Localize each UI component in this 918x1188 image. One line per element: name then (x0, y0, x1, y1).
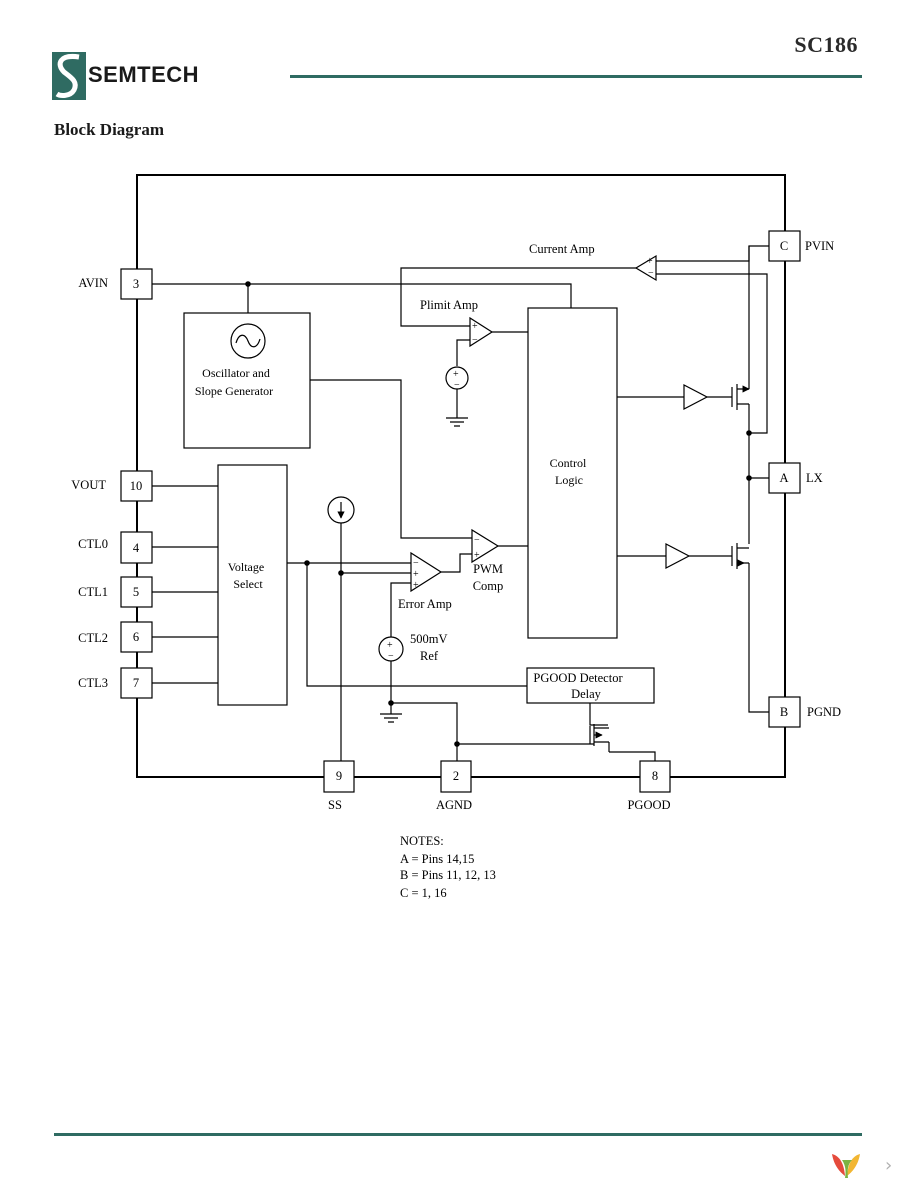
pin-ctl1 (120, 576, 153, 608)
pin-ctl3 (120, 667, 153, 699)
pin-avin-num: 3 (133, 277, 139, 291)
pin-lx-name: LX (806, 471, 823, 485)
pin-lx-num: A (779, 471, 788, 485)
pin-agnd-name: AGND (436, 798, 472, 812)
pin-ctl3-num: 7 (133, 676, 139, 690)
svg-text:+: + (647, 256, 653, 267)
pin-pgood (639, 760, 671, 793)
pin-avin (120, 268, 153, 300)
low-side-mosfet (731, 543, 749, 569)
svg-text:−: − (454, 380, 460, 391)
oscillator-label-1: Oscillator and (202, 366, 270, 380)
pgood-detector-label-2: Delay (571, 687, 602, 701)
oscillator-label-2: Slope Generator (195, 384, 273, 398)
footer-rule (54, 1133, 862, 1136)
current-amp-label: Current Amp (529, 242, 595, 256)
plimit-amp (469, 316, 494, 348)
pwm-label-2: Comp (473, 579, 504, 593)
pwm-label-1: PWM (473, 562, 503, 576)
viewer-badge-icon (832, 1154, 860, 1178)
pin-lx (768, 462, 801, 494)
pin-pvin-num: C (780, 239, 788, 253)
pin-pgnd-name: PGND (807, 705, 841, 719)
oscillator-icon (230, 323, 266, 359)
high-side-driver (683, 384, 709, 410)
svg-text:+: + (474, 550, 480, 561)
pin-pvin-name: PVIN (805, 239, 834, 253)
voltage-select-label-2: Select (233, 577, 263, 591)
pin-ctl2 (120, 621, 153, 653)
oscillator-block (183, 312, 311, 449)
part-number: SC186 (794, 32, 858, 57)
error-amp (410, 551, 443, 593)
pin-vout-name: VOUT (71, 478, 106, 492)
svg-text:+: + (472, 321, 478, 332)
section-title: Block Diagram (54, 120, 165, 139)
high-side-mosfet (731, 384, 750, 410)
svg-text:+: + (453, 369, 459, 380)
pin-ctl2-num: 6 (133, 630, 139, 644)
svg-text:+: + (387, 640, 393, 651)
pin-ctl0-num: 4 (133, 541, 140, 555)
notes-line-c: C = 1, 16 (400, 886, 447, 900)
notes-heading: NOTES: (400, 834, 444, 848)
pin-pgood-name: PGOOD (627, 798, 670, 812)
pin-ss-name: SS (328, 798, 342, 812)
svg-text:−: − (388, 651, 394, 662)
pin-ctl0-name: CTL0 (78, 537, 108, 551)
pwm-comparator (471, 528, 500, 564)
control-logic-label-2: Logic (555, 473, 583, 487)
notes-line-a: A = Pins 14,15 (400, 852, 474, 866)
pgood-mosfet (589, 724, 609, 746)
header-rule (290, 75, 862, 78)
pin-ss-num: 9 (336, 769, 342, 783)
svg-text:−: − (474, 535, 480, 546)
current-amp (634, 254, 657, 282)
pin-ctl1-num: 5 (133, 585, 139, 599)
chip-outline (136, 174, 786, 778)
control-logic-block (527, 307, 618, 639)
sign-glyphs: + − + − − + − + + + − + − (387, 256, 654, 662)
svg-text:−: − (413, 558, 419, 569)
pin-agnd (440, 760, 472, 793)
pin-avin-name: AVIN (78, 276, 108, 290)
pin-ctl1-name: CTL1 (78, 585, 108, 599)
pin-pgnd-num: B (780, 705, 788, 719)
ref-label-2: Ref (420, 649, 439, 663)
pin-vout (120, 470, 153, 502)
voltage-select-label-1: Voltage (228, 560, 264, 574)
chevron-right-icon[interactable]: › (885, 1155, 893, 1176)
pin-ctl3-name: CTL3 (78, 676, 108, 690)
svg-text:−: − (472, 335, 478, 346)
svg-text:+: + (413, 580, 419, 591)
control-logic-label-1: Control (550, 456, 587, 470)
pin-pgnd (768, 696, 801, 728)
pin-ctl0 (120, 531, 153, 564)
pgood-detector-label-1: PGOOD Detector (533, 671, 623, 685)
semtech-logo-icon (52, 52, 86, 100)
svg-text:−: − (648, 268, 654, 279)
pin-agnd-num: 2 (453, 769, 459, 783)
brand-name: SEMTECH (88, 62, 200, 87)
pin-pgood-num: 8 (652, 769, 658, 783)
pin-vout-num: 10 (130, 479, 143, 493)
error-amp-label: Error Amp (398, 597, 452, 611)
plimit-amp-label: Plimit Amp (420, 298, 478, 312)
ref-label-1: 500mV (410, 632, 448, 646)
voltage-select-block (217, 464, 288, 706)
low-side-driver (665, 543, 691, 569)
pin-ctl2-name: CTL2 (78, 631, 108, 645)
svg-text:+: + (413, 569, 419, 580)
notes-line-b: B = Pins 11, 12, 13 (400, 868, 496, 882)
pin-ss (323, 760, 355, 793)
